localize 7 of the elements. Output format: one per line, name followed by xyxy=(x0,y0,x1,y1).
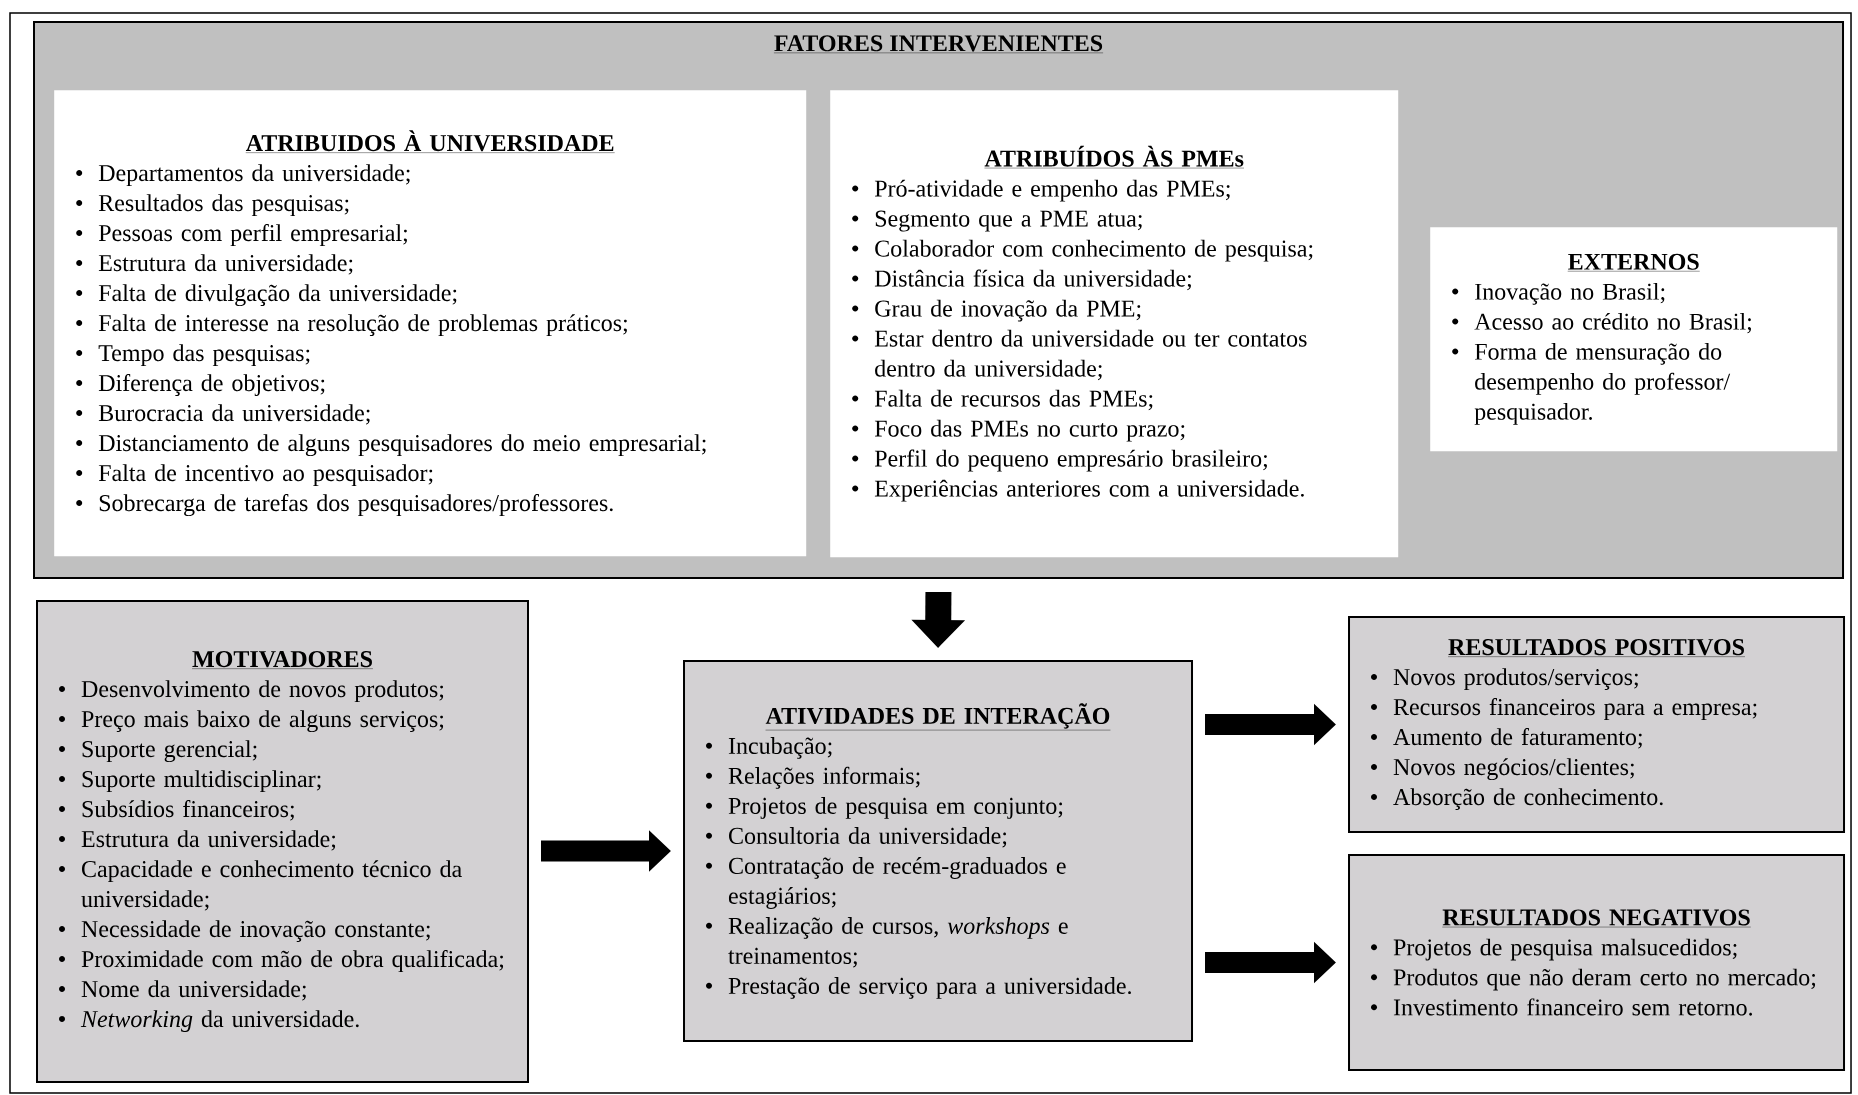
list-box: MOTIVADORES Desenvolvimento de novos produtos; Preço mais baixo de alguns serviços; Suporte gerencial; Suporte multidisciplinar; Subsídios financeiros; Estrutura da universidade; Capacidade e conhecimento técnico da universidade; Necessidade de inovação constante; Proximidade com mão de obra qualificada; Nome da universidade; Networking da universidade. xyxy=(36,600,529,1083)
factor-card: ATRIBUÍDOS ÀS PMEs Pró-atividade e empenho das PMEs; Segmento que a PME atua; Colaborador com conhecimento de pesquisa; Distância física da universidade; Grau de inovação da PME; Estar dentro da universidade ou ter contatos dentro da universidade; Falta de recursos das PMEs; Foco das PMEs no curto prazo; Perfil do pequeno empresário brasileiro; Experiências anteriores com a universidade. xyxy=(830,90,1399,558)
list-box: RESULTADOS POSITIVOS Novos produtos/serviços; Recursos financeiros para a empresa; Aumento de faturamento; Novos negócios/clientes; Absorção de conhecimento. xyxy=(1348,616,1845,833)
list-box: ATIVIDADES DE INTERAÇÃO Incubação; Relações informais; Projetos de pesquisa em conjunto; Consultoria da universidade; Contratação de recém-graduados e estagiários; Realização de cursos, workshops e treinamentos; Prestação de serviço para a universidade. xyxy=(683,660,1193,1042)
factor-card: EXTERNOS Inovação no Brasil; Acesso ao crédito no Brasil; Forma de mensuração do desempenho do professor/ pesquisador. xyxy=(1430,227,1838,452)
list-box: RESULTADOS NEGATIVOS Projetos de pesquisa malsucedidos; Produtos que não deram certo no mercado; Investimento financeiro sem retorno. xyxy=(1348,854,1845,1071)
factor-card: ATRIBUIDOS À UNIVERSIDADE Departamentos da universidade; Resultados das pesquisas; Pessoas com perfil empresarial; Estrutura da universidade; Falta de divulgação da universidade; Falta de interesse na resolução de problemas práticos; Tempo das pesquisas; Diferença de objetivos; Burocracia da universidade; Distanciamento de alguns pesquisadores do meio empresarial; Falta de incentivo ao pesquisador; Sobrecarga de tarefas dos pesquisadores/professores. xyxy=(54,90,807,557)
